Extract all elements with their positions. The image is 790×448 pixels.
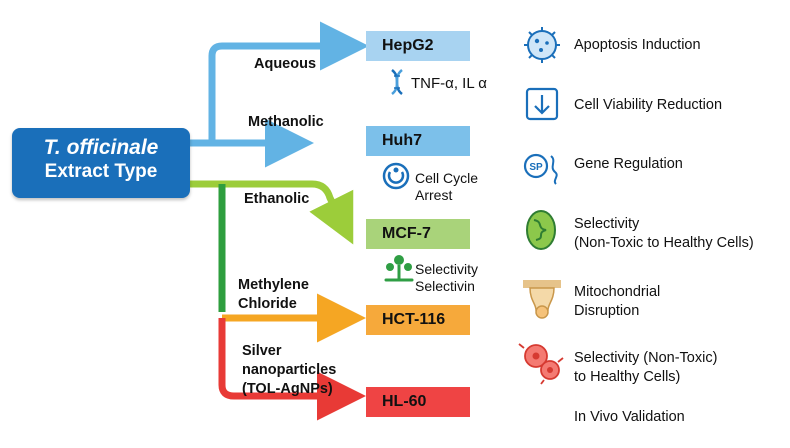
outcome-mitochondrial-disruption: Mitochondrial Disruption — [574, 283, 660, 321]
note-line: Selectivin — [415, 278, 475, 294]
tissue-icon — [523, 280, 561, 319]
outcome-line: to Healthy Cells) — [574, 369, 681, 385]
outcome-line: Gene Regulation — [574, 156, 683, 172]
outcome-in-vivo-validation: In Vivo Validation — [574, 408, 685, 427]
mitochondria-icon — [526, 210, 556, 250]
gene-icon: SP — [523, 153, 558, 185]
connector-ethanolic — [190, 180, 354, 245]
outcome-selectivity-healthy-cells: Selectivity (Non-Toxic to Healthy Cells) — [574, 215, 754, 253]
connector-red-trunk — [218, 318, 366, 421]
note-selectivity: Selectivity Selectivin — [415, 261, 478, 295]
branch-label-silver-nanoparticles: Silver nanoparticles (TOL-AgNPs) — [242, 342, 336, 399]
branch-label-ethanolic: Ethanolic — [244, 191, 310, 207]
cell-line-hct116: HCT-116 — [366, 305, 470, 335]
extract-type-node: T. officinale Extract Type — [12, 128, 190, 198]
branch-label-methylene-chloride: Methylene Chloride — [238, 276, 309, 314]
outcome-line: In Vivo Validation — [574, 409, 685, 425]
branch-label-methanolic: Methanolic — [248, 114, 324, 130]
connector-aqueous — [190, 21, 369, 147]
virus-icon — [524, 27, 560, 63]
plant-icon — [384, 255, 414, 282]
note-line: Selectivity — [415, 261, 479, 277]
root-title: T. officinale — [43, 136, 159, 159]
note-line: Arrest — [415, 187, 453, 203]
down-arrow-icon — [525, 87, 559, 121]
cell-line-huh7: Huh7 — [366, 126, 470, 156]
note-cell-cycle-arrest: Cell Cycle Arrest — [415, 170, 478, 204]
branch-label-line: Chloride — [238, 296, 297, 312]
outcome-line: Selectivity — [574, 216, 640, 232]
branch-label-line: Methylene — [238, 277, 309, 293]
outcome-gene-regulation: Gene Regulation — [574, 155, 683, 174]
cell-line-hl60: HL-60 — [366, 387, 470, 417]
outcome-line: Selectivity (Non-Toxic) — [574, 350, 718, 366]
svg-text:SP: SP — [529, 162, 543, 173]
branch-label-line: Silver — [242, 343, 282, 359]
dna-icon — [391, 69, 403, 95]
outcome-line: (Non-Toxic to Healthy Cells) — [574, 235, 754, 251]
cell-line-mcf7: MCF-7 — [366, 219, 470, 249]
note-line: TNF-α, IL α — [411, 75, 487, 92]
branch-label-line: nanoparticles — [242, 362, 337, 378]
note-line: Cell Cycle — [415, 170, 479, 186]
outcome-line: Mitochondrial — [574, 284, 661, 300]
cell-cycle-icon — [382, 162, 410, 190]
outcome-selectivity-non-toxic: Selectivity (Non-Toxic) to Healthy Cells… — [574, 349, 717, 387]
outcome-apoptosis-induction: Apoptosis Induction — [574, 36, 701, 55]
outcome-line: Apoptosis Induction — [574, 37, 701, 53]
note-cytokines: TNF-α, IL α — [411, 75, 487, 92]
outcome-line: Cell Viability Reduction — [574, 97, 723, 113]
branch-label-line: (TOL-AgNPs) — [242, 381, 333, 397]
cells-icon — [518, 343, 564, 385]
outcome-line: Disruption — [574, 303, 640, 319]
outcome-cell-viability-reduction: Cell Viability Reduction — [574, 96, 722, 115]
root-subtitle: Extract Type — [44, 161, 158, 182]
cell-line-hepg2: HepG2 — [366, 31, 470, 61]
branch-label-aqueous: Aqueous — [254, 56, 317, 72]
